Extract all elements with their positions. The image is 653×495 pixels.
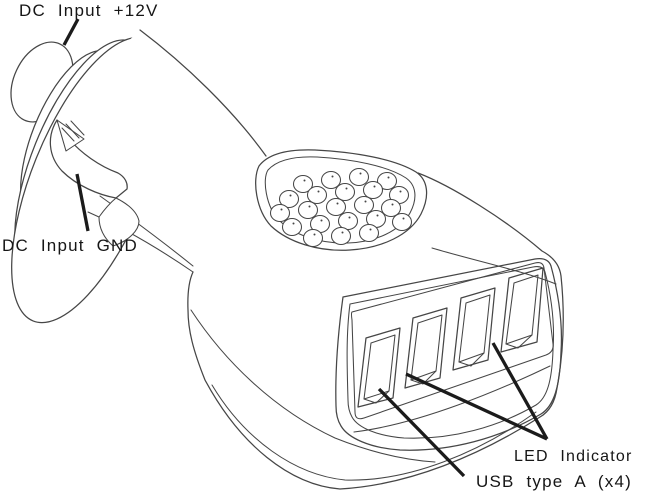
- vent-holes: [269, 167, 413, 248]
- label-dc-input-12v: DC Input +12V: [19, 1, 159, 20]
- face-outline: [335, 258, 563, 451]
- usb-face: [335, 258, 563, 451]
- leader-dc-input-gnd: [75, 173, 90, 232]
- charger-body: [80, 29, 564, 490]
- face-rim: [346, 266, 555, 439]
- usb-port-3: [452, 287, 496, 371]
- leader-led-2: [491, 342, 549, 440]
- clip-hatching: [61, 120, 85, 142]
- gnd-clip: [49, 119, 140, 247]
- panel-seam: [353, 365, 551, 433]
- label-dc-input-gnd: DC Input GND: [2, 236, 138, 255]
- leader-led-1: [405, 372, 548, 441]
- usb-port-2: [404, 307, 448, 389]
- bottom-seam: [211, 384, 537, 481]
- leader-lines: [62, 18, 549, 478]
- vent-grille: [255, 149, 428, 251]
- body-seam: [431, 247, 557, 285]
- label-usb-type-a: USB type A (x4): [476, 472, 632, 491]
- leader-dc-input-12v: [62, 18, 80, 46]
- port-panel: [350, 262, 554, 420]
- side-bottom-crease: [190, 309, 436, 463]
- usb-port-4: [500, 267, 544, 353]
- label-led-indicator: LED Indicator: [514, 448, 633, 465]
- leader-usb-type-a: [377, 387, 466, 478]
